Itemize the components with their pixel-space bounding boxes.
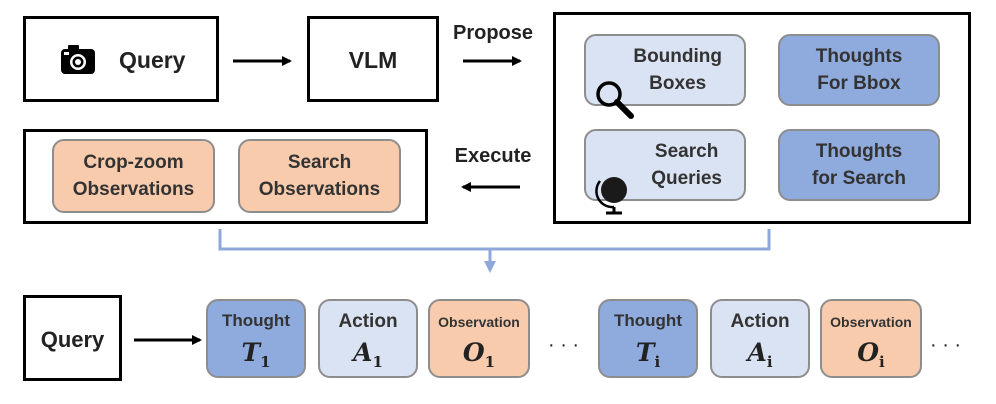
- bounding-boxes-text: Bounding Boxes: [633, 46, 722, 94]
- bounding-boxes-pill: Bounding Boxes: [584, 34, 746, 119]
- observation-step-i-label: Observation: [830, 314, 912, 330]
- vlm-box: VLM: [307, 16, 439, 102]
- thought-step-1-label: Thought: [222, 311, 290, 330]
- crop-zoom-observations-text: Crop-zoom Observations: [72, 152, 195, 200]
- action-step-i-label: Action: [730, 311, 790, 332]
- action-step-1: Action A1: [318, 299, 418, 378]
- thought-step-1: Thought T1: [206, 299, 306, 378]
- query-box: Query: [23, 16, 219, 102]
- merge-connector: [218, 229, 771, 270]
- execute-label: Execute: [454, 145, 532, 167]
- action-step-1-symbol: A1: [353, 338, 383, 371]
- globe-icon: [594, 146, 634, 225]
- search-observations-pill: Search Observations: [238, 139, 401, 213]
- ellipsis-middle: · · ·: [548, 334, 580, 356]
- thought-step-i: Thought Ti: [598, 299, 698, 378]
- thought-step-1-symbol: T1: [241, 338, 271, 371]
- thought-step-i-label: Thought: [614, 311, 682, 330]
- search-queries-text: Search Queries: [651, 141, 722, 189]
- bottom-query-label: Query: [40, 327, 105, 352]
- thoughts-for-bbox-text: Thoughts For Bbox: [815, 46, 903, 94]
- camera-icon: [60, 43, 96, 80]
- thoughts-for-search-text: Thoughts for Search: [812, 141, 906, 189]
- observation-step-i-symbol: Oi: [857, 338, 885, 371]
- observation-step-1-symbol: O1: [462, 338, 496, 371]
- vlm-label: VLM: [348, 47, 398, 73]
- query-label: Query: [119, 47, 186, 73]
- propose-label: Propose: [452, 22, 534, 44]
- observation-step-1: Observation O1: [428, 299, 530, 378]
- bottom-query-box: Query: [23, 295, 122, 381]
- search-queries-pill: Search Queries: [584, 129, 746, 215]
- search-observations-text: Search Observations: [258, 152, 381, 200]
- observation-step-1-label: Observation: [438, 314, 520, 330]
- action-step-i-symbol: Ai: [747, 338, 773, 371]
- thoughts-for-bbox-pill: Thoughts For Bbox: [778, 34, 940, 106]
- ellipsis-end: · · ·: [930, 334, 962, 356]
- thought-step-i-symbol: Ti: [635, 338, 661, 371]
- crop-zoom-observations-pill: Crop-zoom Observations: [52, 139, 215, 213]
- observation-step-i: Observation Oi: [820, 299, 922, 378]
- action-step-1-label: Action: [338, 311, 398, 332]
- magnifier-icon: [594, 52, 636, 129]
- action-step-i: Action Ai: [710, 299, 810, 378]
- thoughts-for-search-pill: Thoughts for Search: [778, 129, 940, 201]
